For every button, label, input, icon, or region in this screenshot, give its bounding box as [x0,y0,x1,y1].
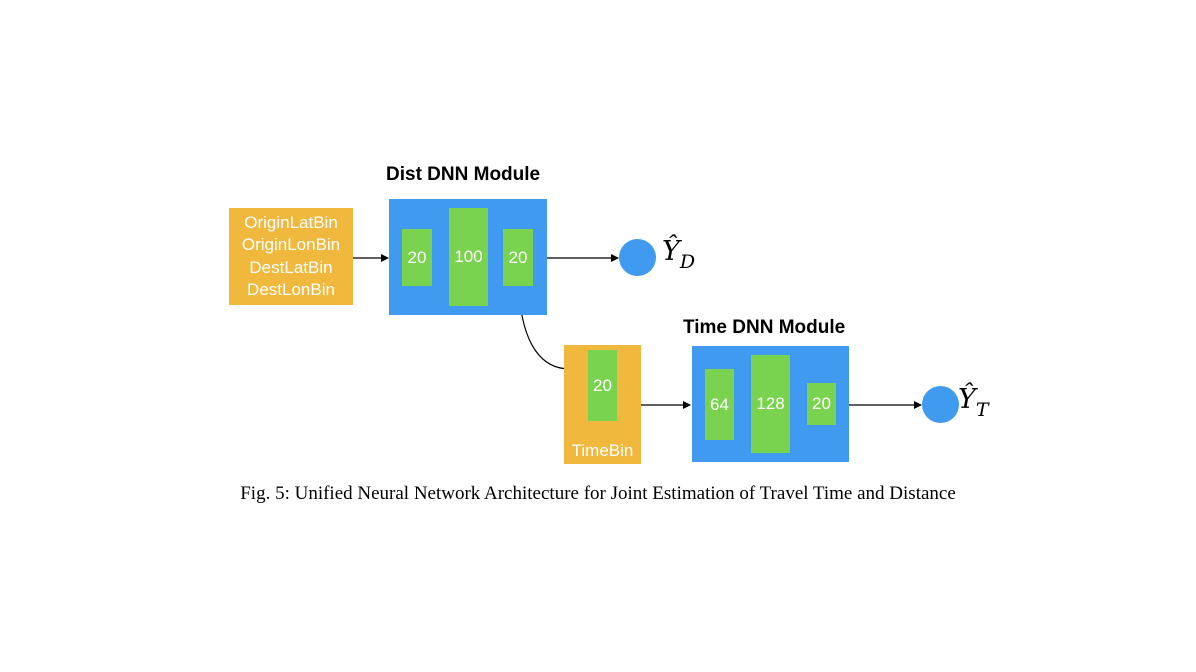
dist-module-title: Dist DNN Module [386,164,541,185]
dist-output-label: ŶD [662,236,695,273]
dist-output-node [619,239,656,276]
time-layer-2: 128 [751,355,790,453]
time-module-title: Time DNN Module [683,317,846,338]
input-origin-lat-bin: OriginLatBin [244,212,338,232]
dist-layer-3: 20 [503,229,533,286]
time-layer-1: 64 [705,369,734,440]
time-output-node [922,386,959,423]
figure-caption: Fig. 5: Unified Neural Network Architect… [240,483,956,504]
dist-layer-2: 100 [449,208,488,306]
timebin-layer: 20 [588,350,617,421]
time-output-symbol: Ŷ [958,384,976,415]
time-output-label: ŶT [958,384,989,421]
dist-output-subscript: D [679,251,696,273]
inputs-box: OriginLatBin OriginLonBin DestLatBin Des… [229,208,353,305]
input-dest-lon-bin: DestLonBin [247,280,335,299]
dist-output-symbol: Ŷ [662,236,680,267]
time-output-subscript: T [975,399,989,421]
dist-layer-1: 20 [402,229,432,286]
time-layer-3: 20 [807,383,836,425]
input-dest-lat-bin: DestLatBin [249,257,333,277]
input-origin-lon-bin: OriginLonBin [241,235,341,254]
timebin-label: TimeBin [571,441,634,460]
